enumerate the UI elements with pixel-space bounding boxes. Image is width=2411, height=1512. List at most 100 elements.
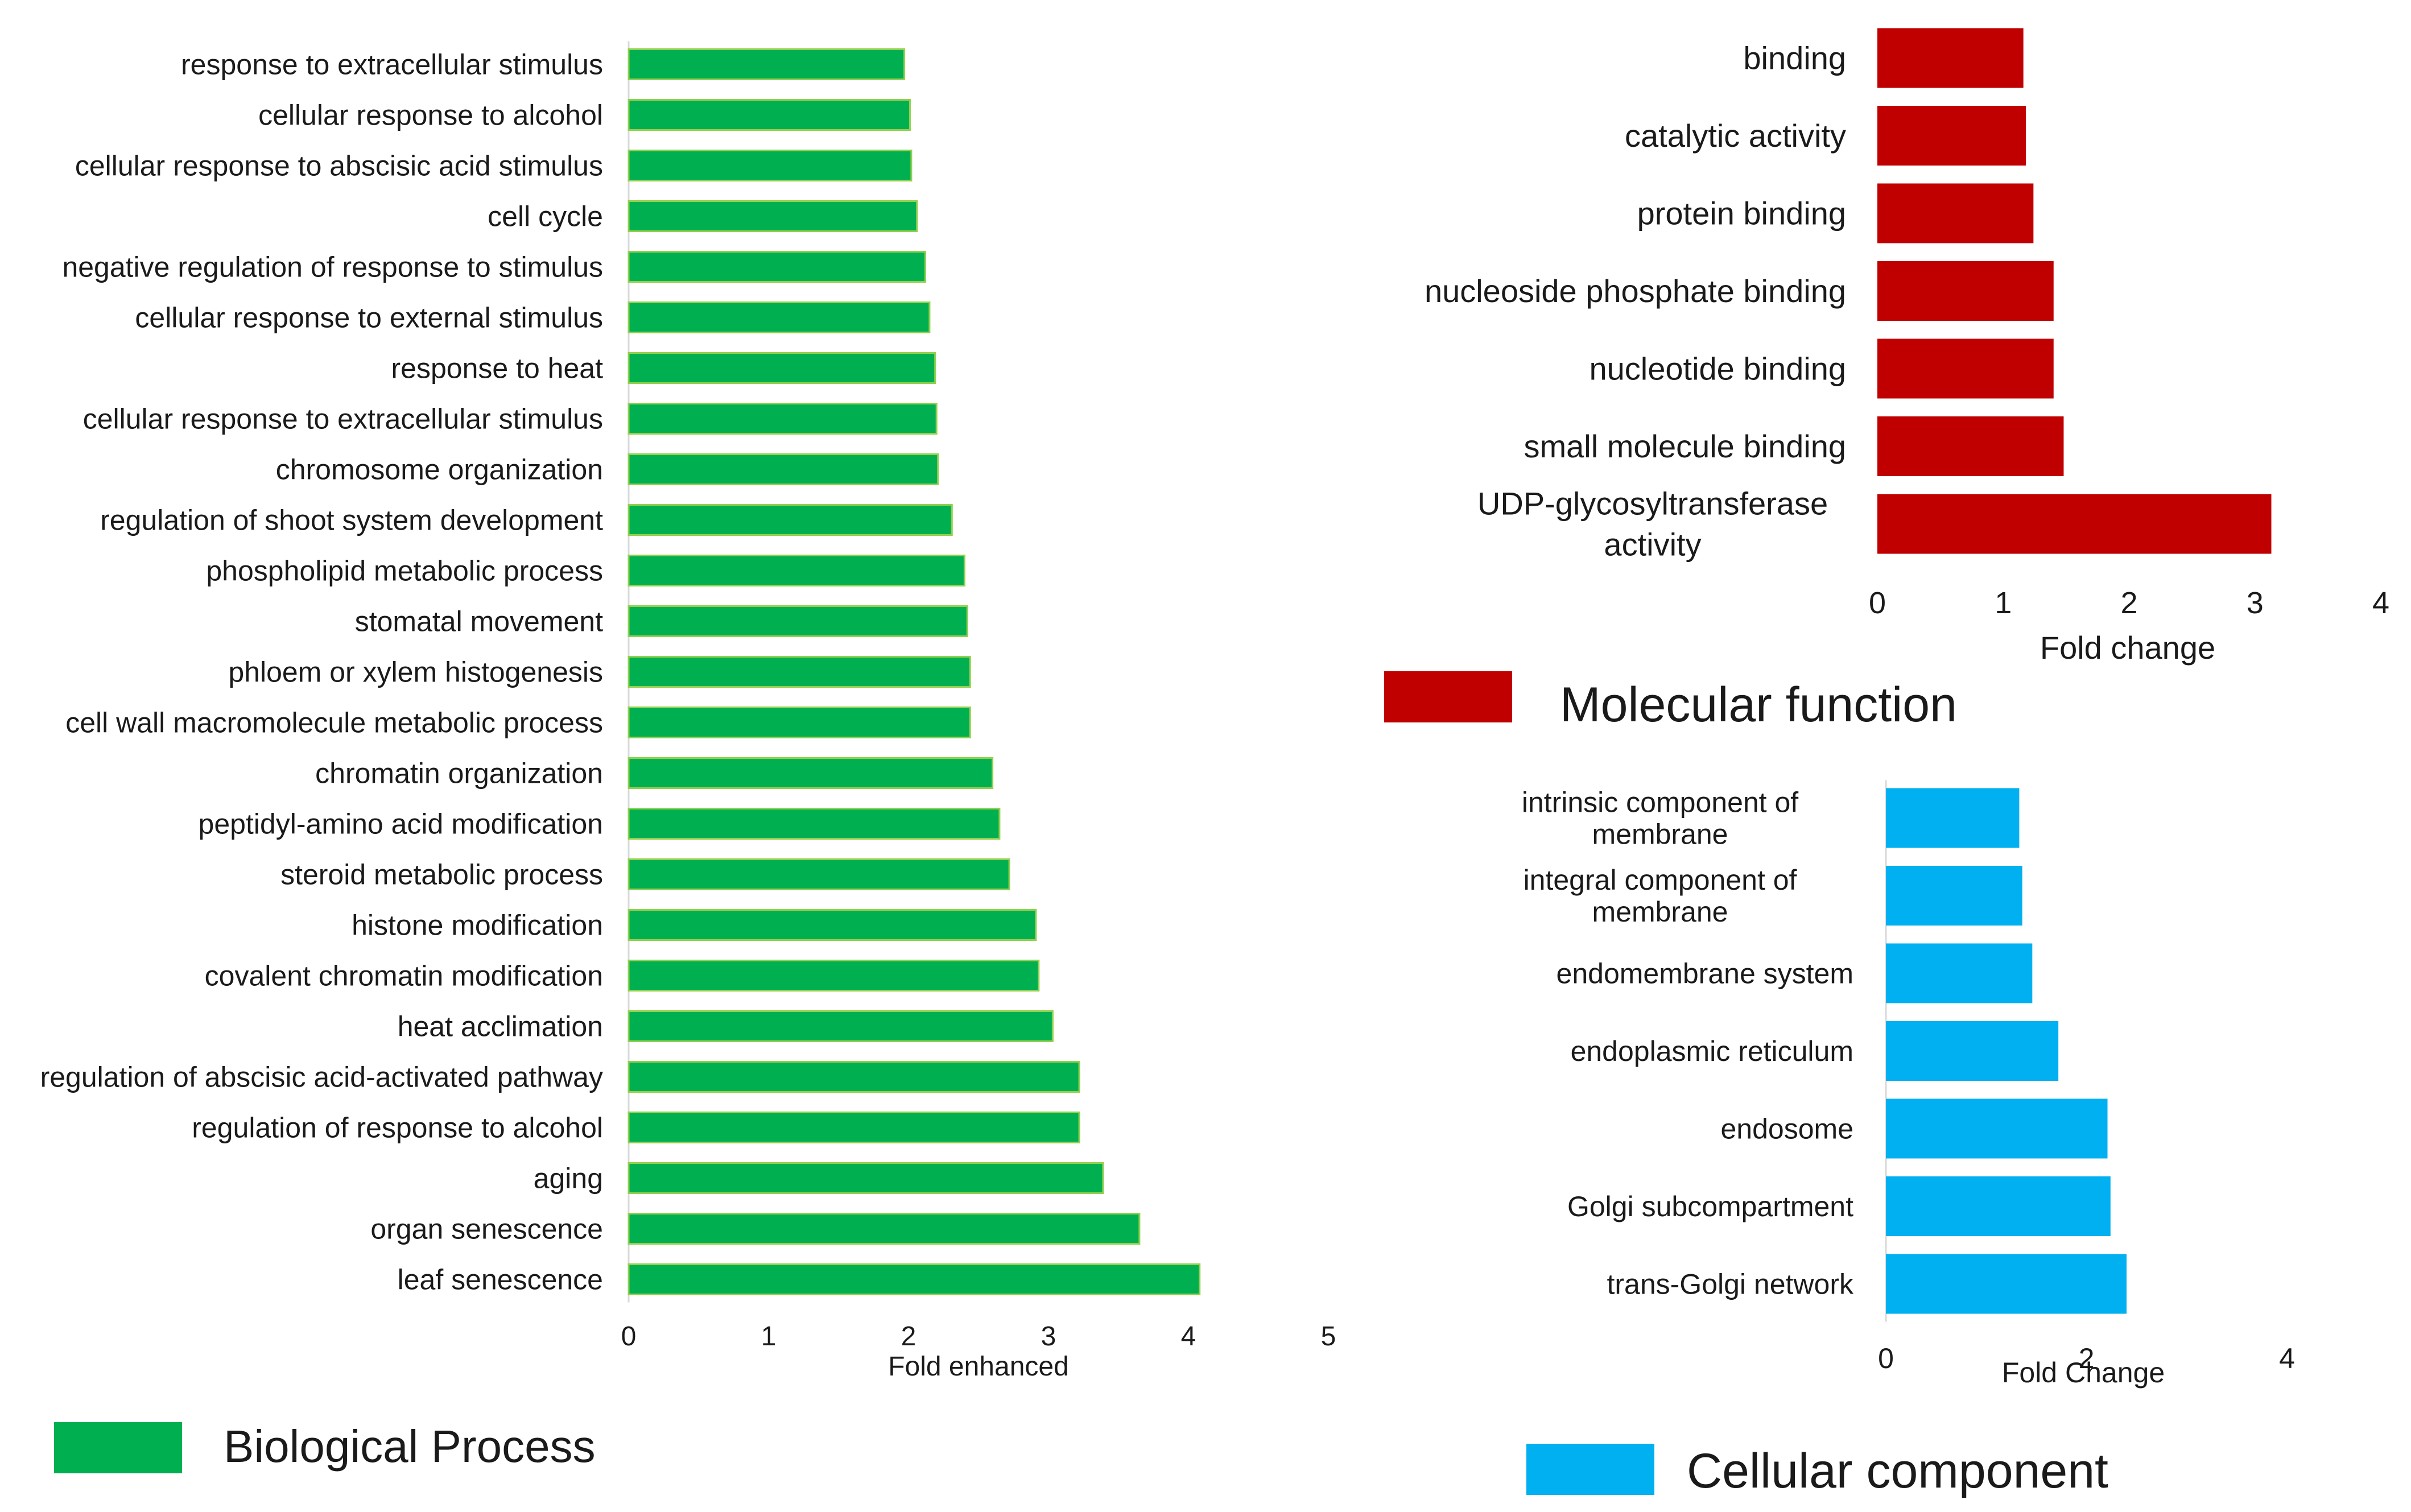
bp-bar — [627, 909, 1037, 941]
bp-tick-label: 0 — [621, 1321, 637, 1352]
bp-category-label: negative regulation of response to stimu… — [62, 251, 603, 283]
bp-category-label-line: response to heat — [391, 353, 604, 385]
cc-category-label: trans-Golgi network — [1607, 1269, 1854, 1300]
bp-category-label-line: cell wall macromolecule metabolic proces… — [65, 707, 603, 739]
bp-category-label-line: phloem or xylem histogenesis — [228, 656, 603, 688]
bp-category-label: response to heat — [391, 353, 604, 385]
mf-tick-label: 1 — [1995, 586, 2012, 620]
mf-bar — [1877, 261, 2054, 321]
mf-bar — [1877, 416, 2064, 476]
cc-tick-label: 2 — [2079, 1342, 2095, 1374]
cc-bar — [1886, 943, 2033, 1003]
bp-category-label-line: cellular response to alcohol — [258, 100, 603, 131]
bp-bar — [627, 1112, 1080, 1143]
cc-category-label-line: intrinsic component of — [1522, 787, 1798, 819]
bp-category-label: leaf senescence — [398, 1264, 603, 1296]
bp-category-label: regulation of shoot system development — [100, 505, 603, 536]
bp-bar — [627, 656, 971, 688]
bp-category-label-line: covalent chromatin modification — [205, 960, 603, 992]
bp-category-label-line: stomatal movement — [355, 606, 603, 638]
bp-bar — [627, 1263, 1201, 1295]
bp-category-label-line: cell cycle — [488, 201, 603, 233]
bp-bar — [627, 251, 927, 283]
bp-legend-swatch — [54, 1422, 182, 1473]
mf-bar — [1877, 183, 2034, 243]
bp-category-label: phospholipid metabolic process — [206, 555, 603, 587]
bp-category-label-line: chromosome organization — [276, 454, 603, 486]
bp-category-label: regulation of abscisic acid-activated pa… — [40, 1061, 603, 1093]
bp-bar — [627, 1010, 1054, 1042]
cc-bar — [1886, 866, 2022, 926]
bp-legend-label: Biological Process — [224, 1421, 596, 1472]
mf-category-label-line: nucleotide binding — [1590, 351, 1846, 387]
mf-category-label: catalytic activity — [1625, 118, 1846, 154]
bp-bar — [627, 301, 931, 333]
mf-tick-label: 0 — [1869, 586, 1886, 620]
bp-bar — [627, 1061, 1080, 1093]
mf-category-label-line: binding — [1743, 40, 1846, 76]
cc-category-label-line: endoplasmic reticulum — [1571, 1035, 1853, 1067]
bp-chart: response to extracellular stimuluscellul… — [40, 41, 1336, 1473]
bp-category-label-line: phospholipid metabolic process — [206, 555, 603, 587]
bp-category-label: organ senescence — [370, 1213, 603, 1245]
mf-tick-label: 2 — [2120, 586, 2137, 620]
bp-category-label: covalent chromatin modification — [205, 960, 603, 992]
bp-category-label-line: cellular response to external stimulus — [135, 302, 603, 334]
mf-category-label-line: nucleoside phosphate binding — [1425, 273, 1846, 309]
bp-bar — [627, 960, 1040, 992]
cc-x-axis-label: Fold Change — [2002, 1357, 2165, 1389]
bp-x-axis-label: Fold enhanced — [888, 1352, 1069, 1382]
bp-bar — [627, 48, 906, 80]
bp-category-label-line: cellular response to abscisic acid stimu… — [75, 150, 603, 182]
mf-x-axis-label: Fold change — [2040, 630, 2215, 666]
bp-category-label: heat acclimation — [398, 1011, 603, 1043]
mf-legend-swatch — [1384, 671, 1512, 722]
bp-tick-label: 5 — [1321, 1321, 1336, 1352]
mf-bar — [1877, 28, 2024, 88]
bp-category-label-line: organ senescence — [370, 1213, 603, 1245]
bp-category-label-line: aging — [534, 1163, 603, 1195]
mf-category-label: binding — [1743, 40, 1846, 76]
bp-bar — [627, 453, 939, 485]
bp-tick-label: 2 — [901, 1321, 916, 1352]
mf-category-label-line: catalytic activity — [1625, 118, 1846, 154]
bp-category-label: stomatal movement — [355, 606, 603, 638]
mf-category-label-line: UDP-glycosyltransferase — [1477, 486, 1828, 522]
cc-tick-label: 0 — [1878, 1342, 1894, 1374]
cc-category-label-line: membrane — [1592, 819, 1728, 850]
mf-category-label: nucleotide binding — [1590, 351, 1846, 387]
mf-category-label: small molecule binding — [1524, 428, 1846, 464]
bp-category-label: phloem or xylem histogenesis — [228, 656, 603, 688]
cc-category-label: endoplasmic reticulum — [1571, 1035, 1853, 1067]
mf-category-label: nucleoside phosphate binding — [1425, 273, 1846, 309]
bp-tick-label: 4 — [1181, 1321, 1196, 1352]
bp-category-label-line: regulation of abscisic acid-activated pa… — [40, 1061, 603, 1093]
cc-category-label-line: trans-Golgi network — [1607, 1269, 1854, 1300]
bp-category-label-line: histone modification — [352, 910, 603, 941]
bp-bar — [627, 99, 911, 131]
bp-category-label: regulation of response to alcohol — [192, 1112, 603, 1144]
bp-tick-label: 3 — [1041, 1321, 1056, 1352]
bp-bar — [627, 707, 971, 738]
mf-tick-label: 3 — [2247, 586, 2264, 620]
bp-bar — [627, 403, 938, 435]
cc-category-label-line: membrane — [1592, 896, 1728, 928]
cc-bar — [1886, 1176, 2111, 1236]
bp-category-label-line: heat acclimation — [398, 1011, 603, 1043]
bp-category-label: cellular response to alcohol — [258, 100, 603, 131]
bp-bar — [627, 504, 953, 536]
bp-category-label: steroid metabolic process — [280, 859, 603, 891]
bp-category-label: chromatin organization — [315, 758, 603, 790]
bp-bar — [627, 1213, 1141, 1245]
bp-category-label-line: leaf senescence — [398, 1264, 603, 1296]
cc-bar — [1886, 788, 2020, 848]
mf-category-label-line: protein binding — [1637, 196, 1846, 232]
cc-category-label-line: endomembrane system — [1557, 958, 1853, 990]
bp-bar — [627, 150, 913, 181]
mf-bar — [1877, 494, 2272, 554]
